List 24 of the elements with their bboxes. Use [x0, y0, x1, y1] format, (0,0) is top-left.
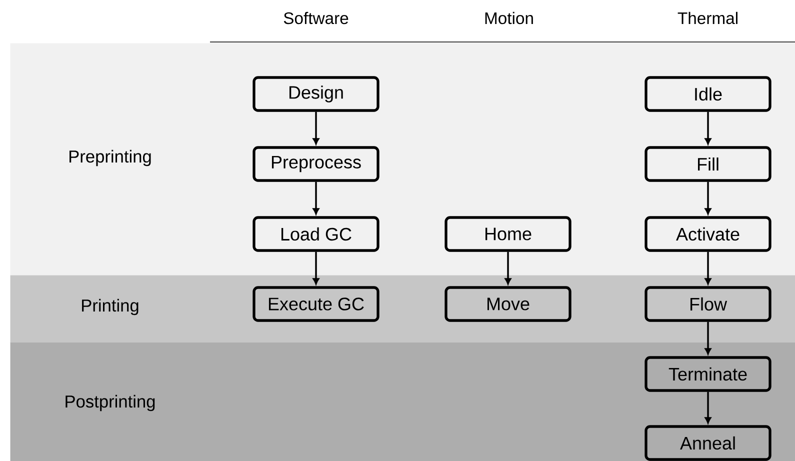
arrow	[704, 392, 712, 424]
process-box: Load GC	[252, 216, 380, 252]
column-header: Motion	[485, 12, 533, 24]
arrow	[312, 112, 320, 144]
arrow	[704, 252, 712, 284]
process-box: Activate	[644, 216, 772, 252]
process-box: Anneal	[644, 425, 772, 461]
process-box: Terminate	[644, 356, 772, 392]
process-box: Idle	[644, 76, 772, 112]
arrow	[704, 112, 712, 144]
column-header: Software	[284, 12, 348, 24]
process-box: Flow	[644, 286, 772, 322]
arrow	[704, 182, 712, 214]
arrow	[312, 182, 320, 214]
process-box: Home	[444, 216, 572, 252]
arrow	[312, 252, 320, 284]
column-header: Thermal	[678, 12, 738, 24]
process-box: Preprocess	[252, 146, 380, 182]
arrow	[504, 252, 512, 284]
process-box: Execute GC	[252, 286, 380, 322]
process-box: Fill	[644, 146, 772, 182]
process-box: Design	[252, 76, 380, 112]
arrow	[704, 322, 712, 354]
process-box: Move	[444, 286, 572, 322]
